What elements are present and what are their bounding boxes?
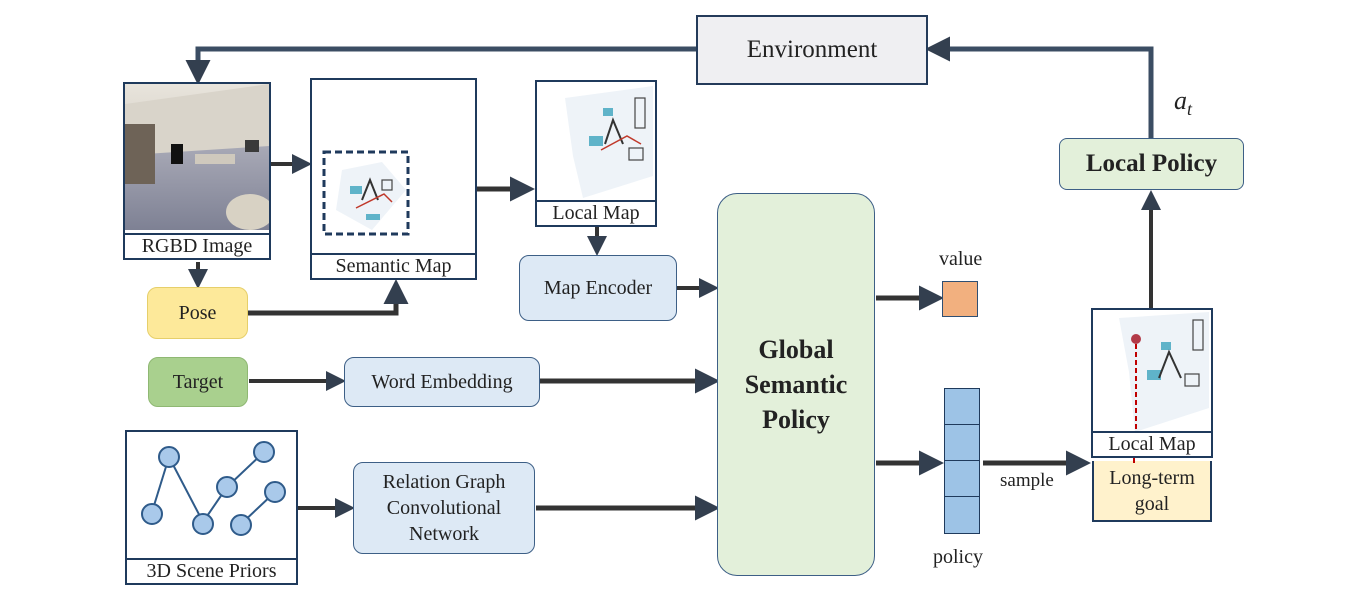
semantic-map-caption: Semantic Map [312, 253, 475, 278]
rgcn-line-2: Convolutional [386, 497, 502, 519]
graph-node [264, 481, 286, 503]
target-label: Target [172, 370, 224, 393]
scene-graph [141, 441, 286, 536]
action-label-sub: t [1187, 99, 1193, 120]
rgcn-line-1: Relation Graph [382, 471, 506, 493]
local-policy-label: Local Policy [1085, 150, 1218, 177]
long-term-goal-box: Long-term goal [1092, 461, 1212, 522]
value-label: value [939, 248, 983, 270]
local-map-top-panel: Local Map [535, 80, 657, 227]
semantic-map-image [322, 150, 410, 236]
scene-priors-caption: 3D Scene Priors [127, 558, 296, 583]
action-label-base: a [1174, 86, 1187, 115]
local-map-top-image [565, 86, 653, 198]
policy-divider [945, 424, 979, 425]
long-term-goal-line-1: Long-term [1109, 466, 1195, 489]
local-map-right-panel: Local Map [1091, 308, 1213, 458]
graph-edge [168, 456, 204, 523]
rgbd-photo [125, 84, 269, 230]
rgcn-line-3: Network [409, 523, 479, 545]
pose-to-semantic-arrow [248, 279, 409, 316]
global-policy-line-2: Semantic [744, 369, 848, 399]
global-policy-line-3: Policy [762, 405, 830, 435]
policy-divider [945, 460, 979, 461]
graph-node [158, 446, 180, 468]
local-map-right-caption: Local Map [1093, 431, 1211, 456]
local-policy-box: Local Policy [1059, 138, 1244, 190]
rgbd-caption: RGBD Image [125, 233, 269, 258]
word-embedding-box: Word Embedding [344, 357, 540, 407]
rgcn-box: Relation Graph Convolutional Network [353, 462, 535, 554]
sample-label: sample [1000, 470, 1054, 491]
environment-label: Environment [746, 36, 878, 63]
long-term-goal-line-2: goal [1134, 492, 1170, 515]
rgbd-image-panel: RGBD Image [123, 82, 271, 260]
graph-node [192, 513, 214, 535]
graph-node [216, 476, 238, 498]
pose-label: Pose [178, 301, 217, 324]
pose-box: Pose [147, 287, 248, 339]
graph-node [141, 503, 163, 525]
local-map-top-caption: Local Map [537, 200, 655, 225]
target-box: Target [148, 357, 248, 407]
localpolicy-to-env-arrow [925, 36, 1154, 138]
map-encoder-label: Map Encoder [543, 276, 653, 299]
word-embedding-label: Word Embedding [371, 370, 513, 393]
map-encoder-box: Map Encoder [519, 255, 677, 321]
graph-node [253, 441, 275, 463]
global-semantic-policy-box: Global Semantic Policy [717, 193, 875, 576]
scene-priors-panel: 3D Scene Priors [125, 430, 298, 585]
policy-vector [944, 388, 980, 534]
goal-line-overlay [1133, 458, 1135, 464]
graph-node [230, 514, 252, 536]
value-square [942, 281, 978, 317]
action-label: at [1174, 86, 1192, 120]
env-to-rgbd-arrow [185, 46, 697, 85]
policy-label: policy [933, 546, 983, 568]
policy-divider [945, 496, 979, 497]
local-map-right-image [1119, 312, 1209, 432]
semantic-map-panel: Semantic Map [310, 78, 477, 280]
environment-box: Environment [696, 15, 928, 85]
goal-marker [1131, 334, 1141, 344]
global-policy-line-1: Global [758, 334, 834, 364]
